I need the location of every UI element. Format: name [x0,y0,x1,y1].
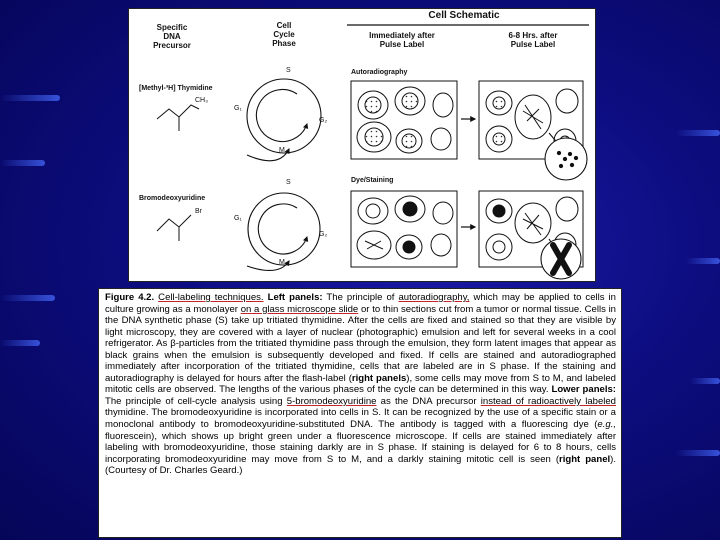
figure-label: Figure 4.2. [105,292,155,303]
figure-caption: Figure 4.2. Cell-labeling techniques. Le… [98,288,622,538]
background-streak [676,130,720,136]
header-precursor: Specific DNA Precursor [153,23,191,50]
caption-text: fluorescein), which shows up bright gree… [105,430,616,465]
magnified-chromosome-lower [540,238,582,280]
caption-text: which may be applied to cells in culture… [105,292,616,315]
compound-thymidine: [Methyl-³H] Thymidine [139,85,213,92]
cell-cycle-diagram-upper [246,78,322,162]
caption-text: or to thin sections cut from a tumor or … [105,303,616,384]
caption-text: ), some cells may move from S to M, and … [105,372,616,396]
background-streak [686,258,720,264]
phase-s-lower: S [286,179,291,186]
left-panels-label: Left panels: [267,292,323,303]
term-autoradiography: autoradiography, [398,292,470,303]
background-streak [0,295,55,301]
staining-box-immediate [350,190,458,268]
phase-g1-upper: G₁ [234,105,242,112]
cell-cycle-diagram-lower [246,192,321,272]
bromodeoxyuridine-structure [156,214,192,241]
caption-underlined-phrase: instead of radioactively labeled [480,395,616,407]
background-streak [690,378,720,384]
header-later: 6-8 Hrs. after Pulse Label [508,31,558,49]
caption-text: as the DNA precursor [380,395,477,407]
phase-m-lower: M [279,259,285,266]
header-immediate: Immediately after Pulse Label [369,31,435,49]
phase-m-upper: M [279,147,285,154]
phase-g2-upper: G₂ [319,117,328,124]
method-autoradiography: Autoradiography [351,69,408,76]
phase-s-upper: S [286,67,291,74]
right-panels-label: right panels [351,372,407,384]
caption-text: The principle of [326,292,395,303]
thymidine-structure [156,104,200,131]
caption-eg: e.g., [597,419,616,431]
method-dye-staining: Dye/Staining [351,177,394,184]
caption-title: Cell-labeling techniques. [158,292,264,303]
figure-drawing [156,24,589,280]
background-streak [676,450,720,456]
caption-underlined-phrase: on a glass microscope slide [240,303,359,315]
cell-labeling-figure: Specific DNA Precursor Cell Cycle Phase … [128,8,596,282]
group-ch3: CH₃ [195,97,208,104]
magnified-mitotic-cell-upper [544,132,588,181]
group-br: Br [195,208,202,215]
phase-g2-lower: G₂ [319,231,328,238]
background-streak [0,95,60,101]
autoradiography-box-immediate [350,80,458,160]
caption-text: ). (Courtesy of Dr. Charles Geard.) [105,453,616,477]
header-cell-schematic: Cell Schematic [428,10,500,21]
lower-panels-label: Lower panels: [551,384,616,396]
header-cell-cycle-phase: Cell Cycle Phase [272,21,296,48]
background-streak [0,340,40,346]
right-panel-label: right panel [559,453,611,465]
caption-text: The principle of cell-cycle analysis usi… [105,395,283,407]
caption-text: thymidine. The bromodeoxyuridine is inco… [105,407,616,431]
compound-bromodeoxyuridine: Bromodeoxyuridine [139,195,206,202]
term-brdu: 5-bromodeoxyuridine [286,395,377,407]
background-streak [0,160,45,166]
phase-g1-lower: G₁ [234,215,242,222]
